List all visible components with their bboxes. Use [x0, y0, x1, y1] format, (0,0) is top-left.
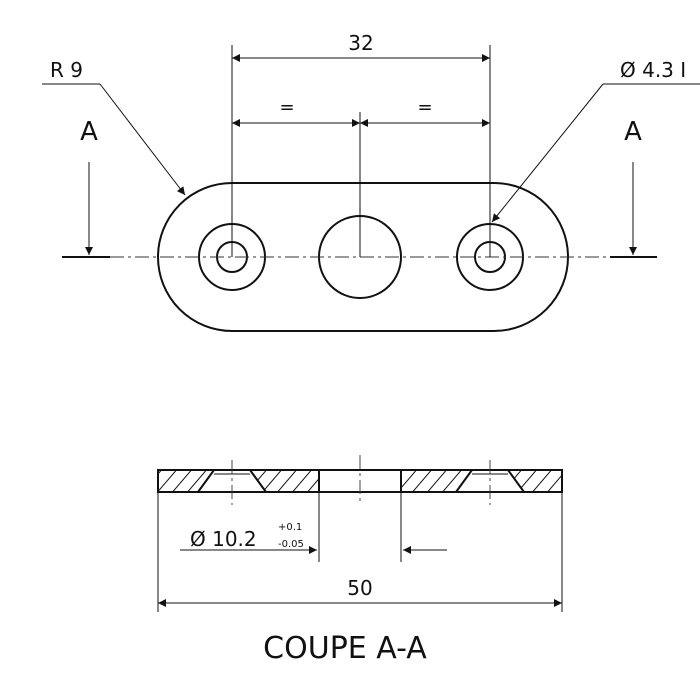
- hatch-line: [575, 467, 599, 495]
- right-countersink-profile: [455, 469, 473, 493]
- hatch-line: [426, 470, 448, 492]
- equal-sign-right: =: [417, 97, 432, 118]
- dimension-32: 32: [348, 31, 373, 55]
- hatch-line: [291, 470, 313, 492]
- radius-label: R 9: [50, 58, 83, 82]
- section-label-right: A: [624, 117, 642, 147]
- hatch-line: [411, 470, 433, 492]
- overall-length-label: 50: [347, 576, 372, 600]
- tolerance-lower: -0.05: [278, 539, 304, 550]
- section-view: Ø 10.2 +0.1 -0.05 50 COUPE A-A: [157, 455, 614, 666]
- hatch-line: [561, 491, 562, 492]
- equal-sign-left: =: [279, 97, 294, 118]
- hatch-line: [531, 470, 553, 492]
- hatch-line: [590, 467, 614, 495]
- section-label-left: A: [80, 117, 98, 147]
- hatch-line: [158, 470, 163, 475]
- tolerance-upper: +0.1: [278, 522, 302, 533]
- left-countersink-profile: [197, 469, 215, 493]
- section-title: COUPE A-A: [263, 631, 427, 666]
- bore-diameter-label: Ø 10.2: [190, 527, 257, 551]
- hatch-line: [186, 470, 208, 492]
- right-countersink-profile-r: [507, 469, 525, 493]
- radius-leader: [99, 83, 186, 196]
- hatch-line: [276, 470, 298, 492]
- hatch-line: [441, 470, 463, 492]
- hatch-line: [546, 474, 562, 492]
- hatch-line: [171, 470, 193, 492]
- top-view: A A 32 = = R 9 Ø 4.3 ⁠I: [42, 31, 700, 332]
- hole-diameter-label: Ø 4.3 ⁠I: [620, 58, 686, 82]
- left-countersink-profile-r: [249, 469, 267, 493]
- hole-leader: [491, 83, 604, 223]
